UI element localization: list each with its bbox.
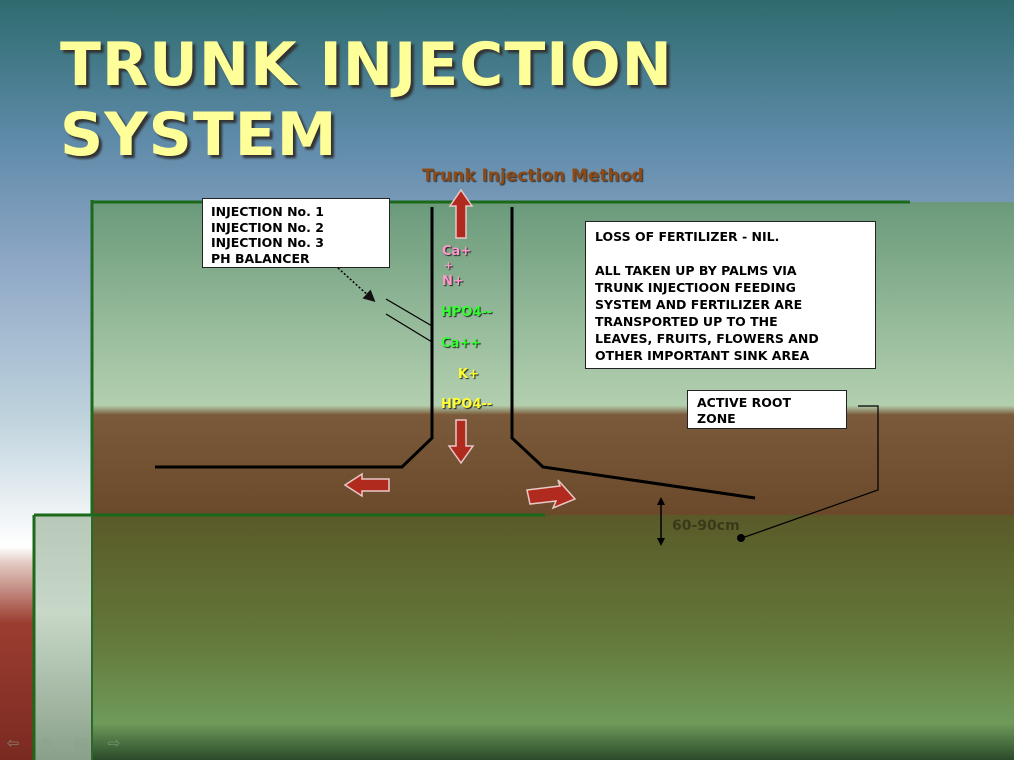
depth-label: 60-90cm	[672, 518, 740, 534]
nutrient-label-hpo4: HPO4--	[441, 305, 493, 320]
nutrient-label-hpo4-bottom: HPO4--	[441, 397, 493, 412]
active-root-zone-box: ACTIVE ROOT ZONE	[687, 390, 847, 429]
injection-pointer	[337, 267, 376, 303]
forward-arrow-icon[interactable]: ⇨	[107, 735, 121, 752]
injection-item: PH BALANCER	[211, 250, 310, 266]
down-arrow-icon	[447, 419, 475, 465]
nutrient-label-ca: Ca+	[442, 244, 472, 259]
nutrient-label-n: N+	[442, 274, 464, 289]
back-arrow-icon[interactable]: ⇦	[6, 735, 20, 752]
up-arrow-icon	[448, 188, 474, 239]
palm-trunk-outline	[155, 207, 756, 500]
slide-title: TRUNK INJECTION SYSTEM	[60, 30, 673, 170]
injection-list-box: INJECTION No. 1 INJECTION No. 2 INJECTIO…	[202, 198, 390, 268]
right-down-arrow-icon	[526, 479, 577, 510]
pen-icon[interactable]: ✎	[40, 735, 54, 752]
diagram-subtitle: Trunk Injection Method	[422, 166, 644, 186]
menu-icon[interactable]: ▤	[73, 735, 89, 752]
injection-item: INJECTION No. 3	[211, 235, 324, 250]
injection-item: INJECTION No. 1	[211, 204, 324, 219]
injection-item: INJECTION No. 2	[211, 219, 324, 235]
loss-text-line: LOSS OF FERTILIZER - NIL.	[595, 229, 780, 244]
loss-text-line: LEAVES, FRUITS, FLOWERS AND	[595, 331, 819, 346]
loss-text-line: TRANSPORTED UP TO THE	[595, 314, 778, 329]
nutrient-label-plus: +	[444, 259, 454, 272]
left-arrow-icon	[343, 472, 390, 498]
loss-text-line: TRUNK INJECTIOON FEEDING	[595, 280, 796, 295]
loss-text-line: ALL TAKEN UP BY PALMS VIA	[595, 263, 797, 278]
loss-text-line: OTHER IMPORTANT SINK AREA	[595, 348, 810, 363]
ground-panel	[92, 515, 1014, 760]
root-zone-text: ZONE	[697, 410, 736, 426]
root-zone-text: ACTIVE ROOT	[697, 395, 791, 410]
fertilizer-loss-box: LOSS OF FERTILIZER - NIL. ALL TAKEN UP B…	[585, 221, 876, 369]
nutrient-label-k: K+	[458, 367, 479, 382]
loss-text-line: SYSTEM AND FERTILIZER ARE	[595, 297, 803, 312]
nutrient-label-ca-plus-plus: Ca++	[441, 336, 482, 351]
root-zone-leader	[741, 405, 879, 539]
